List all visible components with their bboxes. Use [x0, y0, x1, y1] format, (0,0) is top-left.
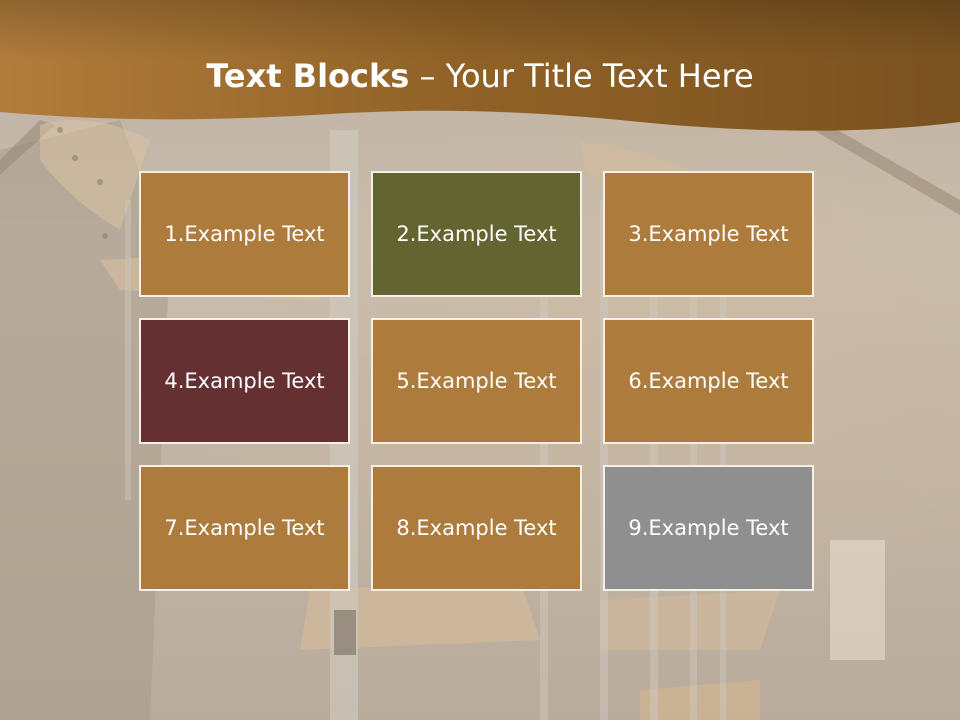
header-wave-band — [0, 0, 960, 131]
text-block-9: 9.Example Text — [603, 465, 814, 591]
text-block-4: 4.Example Text — [139, 318, 350, 444]
text-block-2: 2.Example Text — [371, 171, 582, 297]
text-block-8: 8.Example Text — [371, 465, 582, 591]
text-block-5: 5.Example Text — [371, 318, 582, 444]
title-rest-text: – Your Title Text Here — [409, 57, 754, 95]
text-block-grid: 1.Example Text 2.Example Text 3.Example … — [139, 171, 815, 593]
text-block-3: 3.Example Text — [603, 171, 814, 297]
text-block-6: 6.Example Text — [603, 318, 814, 444]
text-block-1: 1.Example Text — [139, 171, 350, 297]
page-title: Text Blocks – Your Title Text Here — [0, 54, 960, 98]
title-bold-text: Text Blocks — [206, 57, 410, 95]
text-block-7: 7.Example Text — [139, 465, 350, 591]
